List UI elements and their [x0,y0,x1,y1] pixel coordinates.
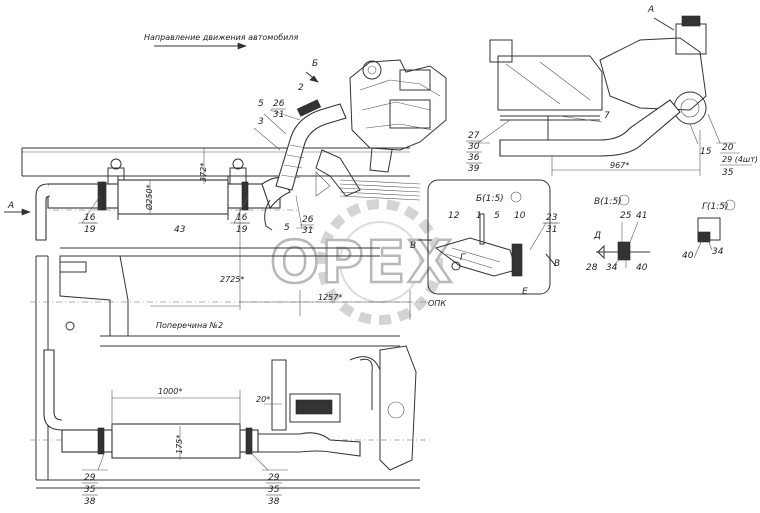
dim-967: 967* [610,161,629,170]
direction-caption: Направление движения автомобиля [144,33,298,42]
silencer-box [289,345,417,471]
detail-g-parts [697,217,721,243]
pos-34-v: 34 [606,263,618,273]
section-g-mid: Г [460,253,466,263]
exhaust-pipe-upper [35,176,291,241]
section-e: Е [522,287,528,297]
pos-27: 27 [468,131,480,141]
pos-40-v: 40 [636,263,648,273]
pos-16-mid: 16 [236,213,248,223]
upper-frame-rail [21,147,410,211]
pos-41: 41 [636,211,647,221]
crossmember-label: Поперечина №2 [156,321,223,330]
pos-26-mid: 26 [302,215,314,225]
pos-10: 10 [514,211,526,221]
pos-35-right: 35 [722,168,734,178]
view-markers [510,191,736,211]
pos-5-b: 5 [494,211,500,221]
opk-label: ОПК [428,299,446,308]
watermark: OPEX [269,199,454,325]
pos-23: 23 [546,213,558,223]
pos-20: 20 [722,143,734,153]
section-v-right: В [554,259,560,269]
pos-25: 25 [620,211,632,221]
pos-38-lb: 38 [268,497,280,507]
pos-36: 36 [468,153,480,163]
dim-372: 372* [199,163,208,182]
pos-15: 15 [700,147,712,157]
pos-38-la: 38 [84,497,96,507]
pos-31-b: 31 [546,225,557,235]
dim-175: 175* [175,435,184,454]
exhaust-bend [264,99,347,231]
pos-34-g: 34 [712,247,724,257]
pos-31-mid: 31 [302,226,313,236]
pos-43: 43 [174,225,186,235]
dim-1257: 1257* [318,293,342,302]
section-v-left: В [410,241,416,251]
pos-30: 30 [468,142,480,152]
view-b-title: Б(1:5) [476,194,504,204]
pos-16-left: 16 [84,213,96,223]
dim-1000: 1000* [158,387,182,396]
pos-35-lb: 35 [268,485,280,495]
section-d: Д [593,231,601,241]
dimension-lines [111,130,701,460]
pos-35-la: 35 [84,485,96,495]
pos-26-top: 26 [273,99,285,109]
pos-1: 1 [476,211,482,221]
view-v-title: В(1:5) [594,197,622,207]
pos-19-left: 19 [84,225,96,235]
leader-lines [78,109,736,471]
section-b-top: Б [312,59,318,69]
watermark-text: OPEX [270,228,454,296]
pos-28: 28 [586,263,598,273]
detail-v-parts [596,241,650,261]
pos-2: 2 [298,83,304,93]
pos-29-lb: 29 [268,473,280,483]
view-g-title: Г(1:5) [702,202,729,212]
pos-5-mid: 5 [284,223,290,233]
exhaust-pipe-lower [43,349,381,459]
section-a-left: А [7,201,14,211]
direction-arrows [4,17,675,267]
pos-7: 7 [604,111,610,121]
pos-29-la: 29 [84,473,96,483]
pos-5-top: 5 [258,99,264,109]
pos-29-4pcs: 29 (4шт) [722,155,758,164]
dim-d250: Ø250* [144,184,154,211]
detail-b-frame [427,179,551,295]
pos-39: 39 [468,164,480,174]
pos-12: 12 [448,211,460,221]
dim-20: 20* [256,395,270,404]
label-underlines [82,108,752,496]
pos-3: 3 [258,117,264,127]
dim-2725: 2725* [220,275,244,284]
pos-31-top: 31 [273,110,284,120]
pos-19-mid: 19 [236,225,248,235]
leaf-spring [339,179,421,201]
section-a-top: А [647,5,654,15]
pos-40-g: 40 [682,251,694,261]
view-a-assembly [489,15,707,157]
